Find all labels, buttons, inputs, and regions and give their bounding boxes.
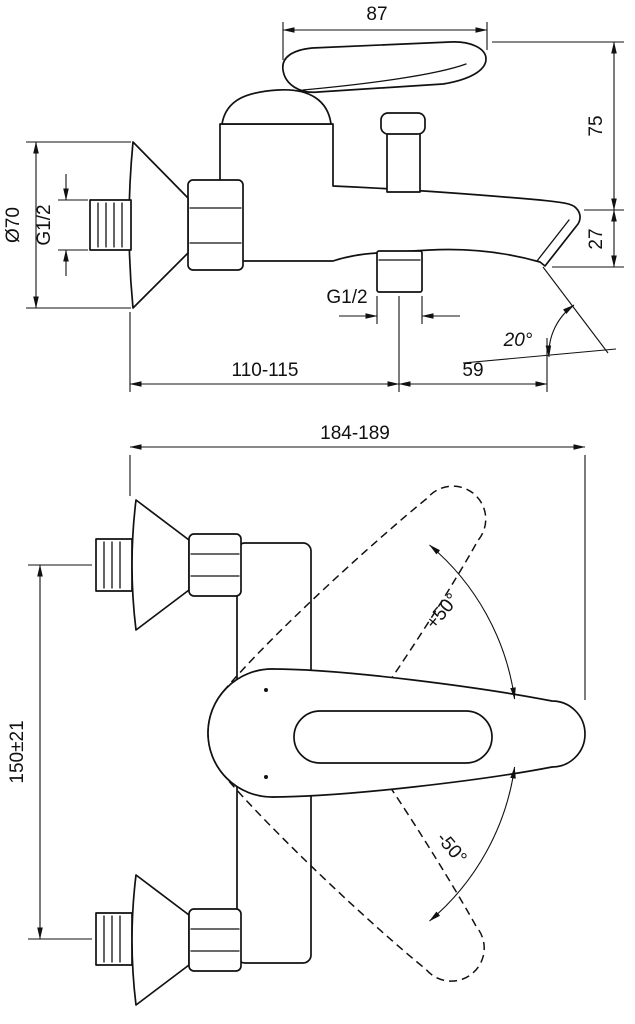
upper-wall-connection: [95, 499, 242, 631]
cartridge-dome: [221, 89, 332, 125]
mounting-nut: [187, 179, 244, 271]
extension-lines: [492, 41, 624, 211]
angle-leg-reference: [462, 348, 617, 364]
dim-escutcheon-diameter-label: Ø70: [3, 207, 24, 243]
nipple-threads: [97, 202, 123, 248]
dim-swing-down-label: -50°: [432, 828, 471, 868]
dimension-outlet-thread: G1/2: [326, 287, 460, 324]
upper-nut: [188, 533, 242, 597]
extension-lines: [26, 141, 131, 309]
dim-outlet-thread-label: G1/2: [326, 287, 367, 308]
dim-outlet-angle-label: 20°: [503, 330, 533, 351]
outlet-port-body: [376, 250, 423, 293]
lever-handle: [282, 41, 487, 94]
angle-arc: [545, 304, 575, 358]
lower-nut-facets: [190, 928, 240, 952]
handle-grip-cutout: [293, 710, 493, 764]
dim-outlet-to-tip-label: 59: [462, 360, 483, 381]
swing-arc-lower: [429, 766, 516, 922]
handle-screw-dot-top: [264, 688, 268, 692]
dim-centre-distance-label: 150±21: [7, 720, 28, 783]
dimension-wall-to-outlet: 110-115: [129, 296, 400, 392]
lower-nipple-threads: [103, 915, 121, 963]
side-view: 87 75 27 Ø70 G1/2: [3, 4, 624, 392]
nipple-body: [89, 199, 132, 251]
dim-inlet-thread-label: G1/2: [34, 204, 55, 245]
dimension-lever-projection: 87: [282, 4, 488, 60]
dim-swing-up-label: +50°: [422, 589, 464, 633]
nut-body: [187, 179, 244, 271]
diverter-stem: [386, 132, 421, 193]
front-view: +50° -50° 184-189 150±21: [7, 423, 586, 1015]
extension-lines: [129, 455, 586, 700]
dim-spout-drop-label: 27: [586, 228, 607, 249]
lower-nut: [188, 908, 242, 972]
dim-height-label: 75: [586, 115, 607, 136]
upper-nut-facets: [190, 553, 240, 577]
extension-lines: [28, 564, 92, 940]
extension-lines: [376, 296, 423, 324]
upper-escutcheon: [131, 499, 190, 631]
dim-wall-to-outlet-label: 110-115: [232, 360, 299, 381]
diverter-cap: [380, 112, 426, 135]
extension-lines: [58, 199, 88, 251]
dimension-escutcheon-diameter: Ø70: [3, 141, 131, 309]
dimension-height-above-outlet: 75: [492, 41, 624, 211]
swing-arc-upper: [429, 544, 516, 700]
dim-overall-projection-label: 184-189: [320, 423, 390, 444]
dimension-spout-drop: 27: [552, 209, 624, 268]
handle-screw-dot-bottom: [264, 775, 268, 779]
lower-escutcheon: [131, 874, 190, 1006]
dimension-overall-projection: 184-189: [129, 423, 586, 700]
aerator-face-line: [536, 219, 570, 262]
inlet-nipple: [89, 199, 132, 251]
lever-blade: [282, 41, 487, 94]
upper-nipple-threads: [103, 541, 121, 589]
bottom-outlet-port: [376, 250, 423, 293]
extension-lines: [129, 296, 400, 392]
dimension-outlet-angle: 20°: [462, 266, 617, 364]
dimension-inlet-thread: G1/2: [34, 174, 88, 276]
lower-nipple: [95, 912, 133, 966]
wall-escutcheon: [128, 141, 189, 309]
lever-underside-line: [302, 63, 467, 91]
dim-lever-projection-label: 87: [366, 4, 387, 25]
diverter-knob: [380, 112, 426, 193]
lower-wall-connection: [95, 874, 242, 1006]
angle-leg-slanted: [542, 266, 609, 354]
dimension-centre-distance: 150±21: [7, 564, 92, 940]
upper-nipple: [95, 538, 133, 592]
